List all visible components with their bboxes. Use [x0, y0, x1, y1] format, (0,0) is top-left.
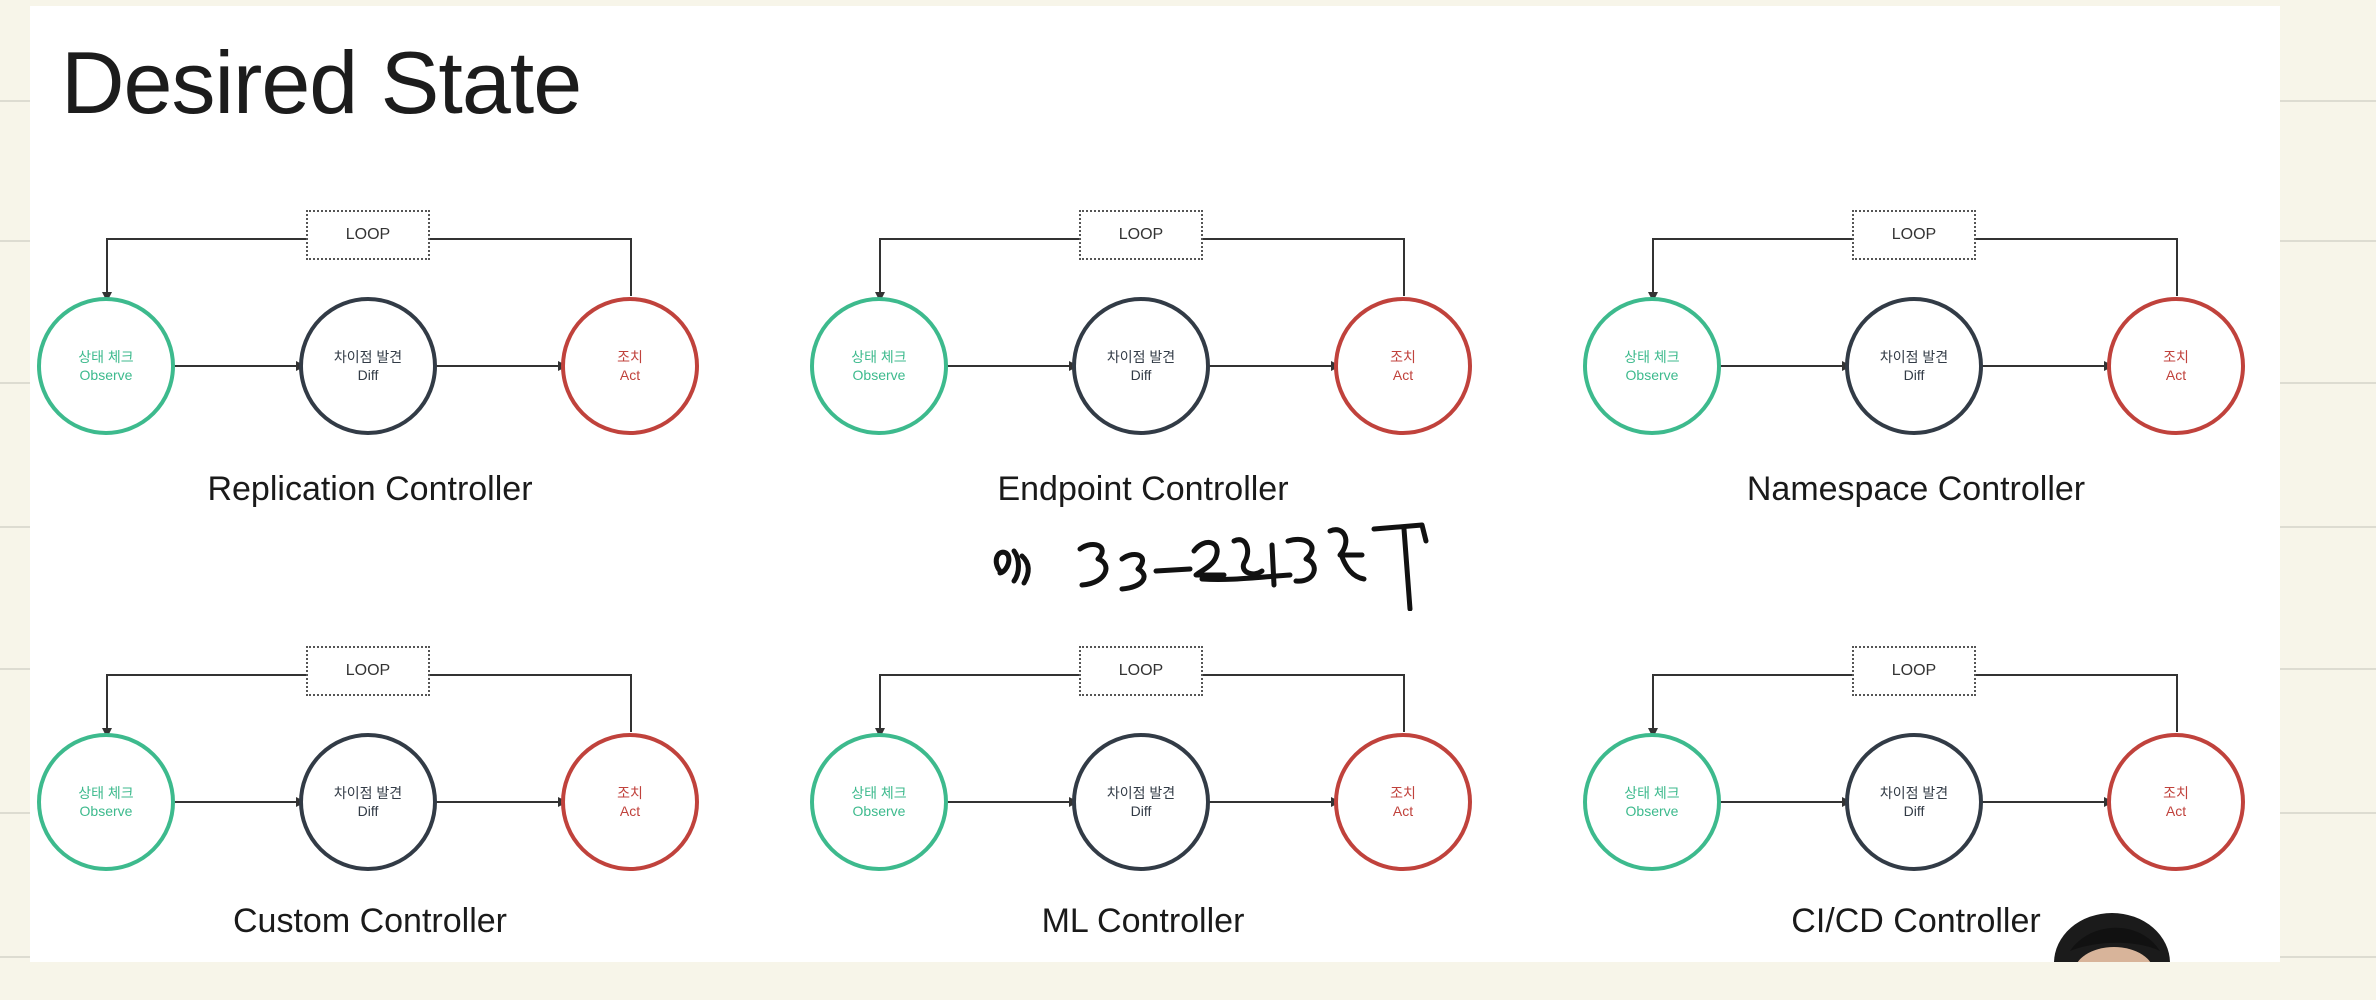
observe-node: 상태 체크 Observe	[37, 297, 175, 435]
act-node: 조치 Act	[561, 733, 699, 871]
observe-ko-label: 상태 체크	[78, 349, 134, 365]
act-ko-label: 조치	[1390, 349, 1416, 365]
observe-en-label: Observe	[79, 367, 133, 383]
diff-node: 차이점 발견 Diff	[1845, 733, 1983, 871]
observe-node: 상태 체크 Observe	[810, 733, 948, 871]
act-node: 조치 Act	[561, 297, 699, 435]
observe-node: 상태 체크 Observe	[37, 733, 175, 871]
observe-en-label: Observe	[79, 803, 133, 819]
loop-box: LOOP	[1852, 646, 1976, 696]
controller-diagram: LOOP 상태 체크 Observe 차이점 발견 Diff 조치 Act Na…	[1576, 6, 2256, 508]
loop-box: LOOP	[306, 646, 430, 696]
observe-ko-label: 상태 체크	[1624, 785, 1680, 801]
observe-node: 상태 체크 Observe	[1583, 733, 1721, 871]
controller-label: Namespace Controller	[1746, 470, 2086, 508]
loop-arrows	[1648, 674, 2178, 807]
observe-en-label: Observe	[1625, 803, 1679, 819]
diff-en-label: Diff	[357, 803, 379, 819]
diff-en-label: Diff	[1903, 367, 1925, 383]
observe-en-label: Observe	[1625, 367, 1679, 383]
observe-node: 상태 체크 Observe	[1583, 297, 1721, 435]
act-node: 조치 Act	[2107, 297, 2245, 435]
act-ko-label: 조치	[1390, 785, 1416, 801]
diff-en-label: Diff	[1903, 803, 1925, 819]
diff-en-label: Diff	[1130, 367, 1152, 383]
act-node: 조치 Act	[1334, 733, 1472, 871]
act-node: 조치 Act	[1334, 297, 1472, 435]
observe-ko-label: 상태 체크	[851, 785, 907, 801]
observe-en-label: Observe	[852, 803, 906, 819]
act-en-label: Act	[2165, 367, 2187, 383]
slide: Desired State LOOP 상태 체크 Observe 차이점 발견 …	[30, 6, 2280, 962]
loop-arrows	[875, 674, 1405, 807]
observe-ko-label: 상태 체크	[1624, 349, 1680, 365]
loop-arrows	[102, 238, 632, 371]
act-ko-label: 조치	[617, 785, 643, 801]
loop-box: LOOP	[1079, 646, 1203, 696]
observe-en-label: Observe	[852, 367, 906, 383]
diff-node: 차이점 발견 Diff	[299, 297, 437, 435]
diff-ko-label: 차이점 발견	[333, 349, 403, 365]
act-ko-label: 조치	[617, 349, 643, 365]
diff-node: 차이점 발견 Diff	[1845, 297, 1983, 435]
controller-label: Custom Controller	[233, 902, 507, 940]
act-en-label: Act	[1392, 803, 1414, 819]
act-en-label: Act	[619, 367, 641, 383]
loop-box: LOOP	[1852, 210, 1976, 260]
handwritten-annotation	[993, 522, 1429, 611]
loop-arrows	[875, 238, 1405, 371]
controller-label: Replication Controller	[207, 470, 533, 508]
act-ko-label: 조치	[2163, 785, 2189, 801]
controller-diagram: LOOP 상태 체크 Observe 차이점 발견 Diff 조치 Act Re…	[30, 6, 710, 508]
observe-ko-label: 상태 체크	[851, 349, 907, 365]
diff-ko-label: 차이점 발견	[1879, 349, 1949, 365]
loop-box: LOOP	[306, 210, 430, 260]
diff-node: 차이점 발견 Diff	[1072, 733, 1210, 871]
diff-en-label: Diff	[1130, 803, 1152, 819]
observe-node: 상태 체크 Observe	[810, 297, 948, 435]
controller-diagram: LOOP 상태 체크 Observe 차이점 발견 Diff 조치 Act ML…	[803, 442, 1483, 940]
controller-label: ML Controller	[1041, 902, 1245, 940]
presenter-photo	[2054, 913, 2170, 962]
diff-ko-label: 차이점 발견	[333, 785, 403, 801]
controller-label: CI/CD Controller	[1791, 902, 2041, 940]
slide-title: Desired State	[61, 33, 582, 132]
controller-label: Endpoint Controller	[997, 470, 1289, 508]
loop-arrows	[1648, 238, 2178, 371]
act-en-label: Act	[619, 803, 641, 819]
diff-ko-label: 차이점 발견	[1106, 349, 1176, 365]
diff-en-label: Diff	[357, 367, 379, 383]
act-en-label: Act	[2165, 803, 2187, 819]
diff-ko-label: 차이점 발견	[1879, 785, 1949, 801]
diff-node: 차이점 발견 Diff	[1072, 297, 1210, 435]
act-ko-label: 조치	[2163, 349, 2189, 365]
diff-ko-label: 차이점 발견	[1106, 785, 1176, 801]
act-en-label: Act	[1392, 367, 1414, 383]
observe-ko-label: 상태 체크	[78, 785, 134, 801]
controller-diagram: LOOP 상태 체크 Observe 차이점 발견 Diff 조치 Act Cu…	[30, 442, 710, 940]
loop-arrows	[102, 674, 632, 807]
act-node: 조치 Act	[2107, 733, 2245, 871]
loop-box: LOOP	[1079, 210, 1203, 260]
controller-diagram: LOOP 상태 체크 Observe 차이점 발견 Diff 조치 Act CI…	[1576, 442, 2256, 940]
diff-node: 차이점 발견 Diff	[299, 733, 437, 871]
controller-diagram: LOOP 상태 체크 Observe 차이점 발견 Diff 조치 Act En…	[803, 6, 1483, 508]
